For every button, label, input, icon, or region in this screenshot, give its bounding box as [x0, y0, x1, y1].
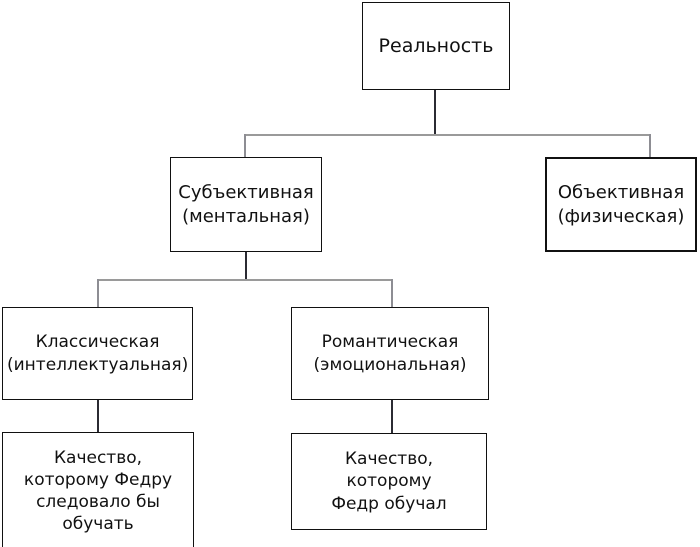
- connector-classical-to-leaf: [97, 399, 99, 433]
- node-romantic-quality: Качество, которому Федр обучал: [291, 433, 487, 530]
- node-subjective: Субъективная (ментальная): [170, 157, 322, 252]
- node-romantic-quality-label: Качество, которому Федр обучал: [331, 449, 447, 514]
- connector-root-to-objective: [649, 134, 651, 158]
- connector-subjective-to-romantic: [391, 279, 393, 308]
- connector-root-stem: [434, 89, 436, 136]
- node-reality: Реальность: [362, 2, 510, 90]
- node-classical-quality: Качество, которому Федру следовало бы об…: [2, 432, 194, 547]
- connector-subjective-stem: [245, 251, 247, 281]
- node-romantic: Романтическая (эмоциональная): [291, 307, 489, 400]
- connector-root-to-subjective: [244, 134, 246, 158]
- node-classical-quality-label: Качество, которому Федру следовало бы об…: [23, 447, 173, 535]
- connector-subjective-to-classical: [97, 279, 99, 308]
- node-objective: Объективная (физическая): [545, 157, 697, 252]
- node-classical-label: Классическая (интеллектуальная): [7, 332, 189, 375]
- connector-level1-bar: [244, 134, 651, 136]
- connector-level2-bar: [97, 279, 393, 281]
- node-classical: Классическая (интеллектуальная): [2, 307, 193, 400]
- connector-romantic-to-leaf: [391, 399, 393, 434]
- node-romantic-label: Романтическая (эмоциональная): [313, 332, 467, 375]
- node-subjective-label: Субъективная (ментальная): [178, 182, 314, 227]
- node-reality-label: Реальность: [378, 34, 494, 57]
- node-objective-label: Объективная (физическая): [557, 182, 685, 227]
